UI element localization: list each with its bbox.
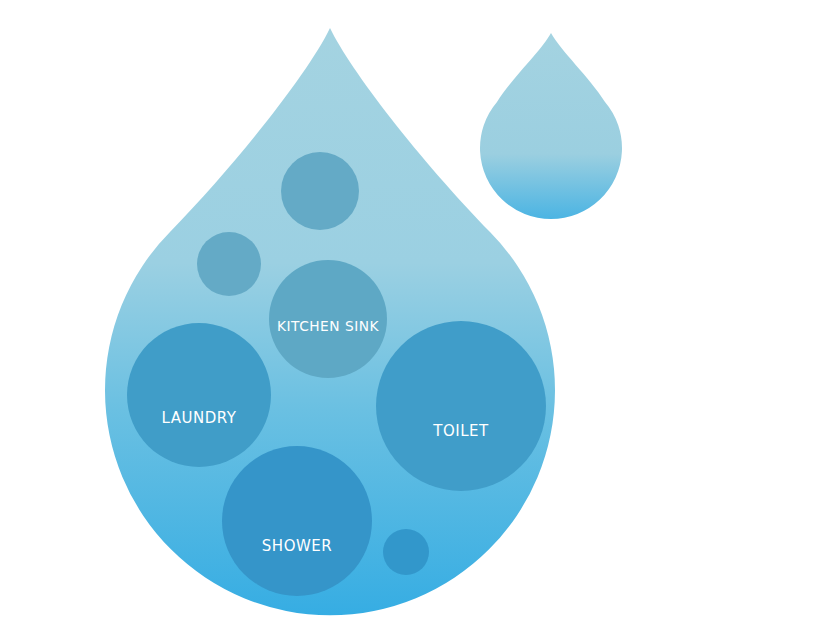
usage-label: SHOWER xyxy=(262,537,332,555)
usage-bubble: TOILET xyxy=(376,321,546,491)
usage-label: TOILET xyxy=(433,422,488,440)
small-water-drop xyxy=(480,33,622,219)
usage-bubble: KITCHEN SINK xyxy=(269,260,387,378)
plain-bubble xyxy=(197,232,261,296)
usage-bubble: SHOWER xyxy=(222,446,372,596)
usage-bubble: LAUNDRY xyxy=(127,323,271,467)
plain-bubble xyxy=(383,529,429,575)
large-water-drop xyxy=(105,28,555,615)
usage-label: LAUNDRY xyxy=(162,409,237,427)
bubble-circle xyxy=(127,323,271,467)
usage-label: KITCHEN SINK xyxy=(277,318,379,335)
bubble-circle xyxy=(269,260,387,378)
plain-bubble xyxy=(281,152,359,230)
bubble-shape xyxy=(376,321,546,491)
bubble-shape xyxy=(222,446,372,596)
bubble-shape xyxy=(127,323,271,467)
bubble-circle xyxy=(222,446,372,596)
bubble-circle xyxy=(376,321,546,491)
